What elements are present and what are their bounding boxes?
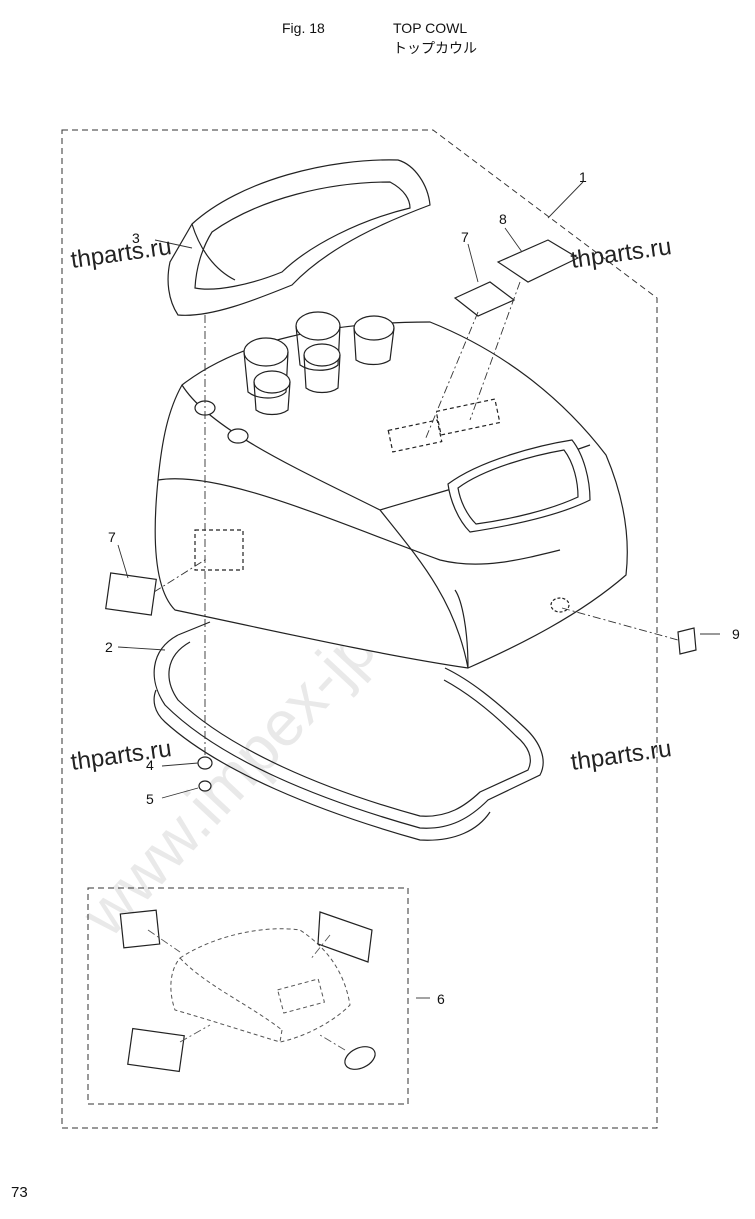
callout-6: 6 [437, 991, 445, 1007]
callout-3: 3 [132, 230, 140, 246]
watermark-top-right: thparts.ru [569, 233, 673, 274]
callout-4: 4 [146, 757, 154, 773]
callout-1: 1 [579, 169, 587, 185]
part-2-seal [153, 621, 544, 841]
watermark-top-left: thparts.ru [69, 233, 173, 274]
part-7-decal-side [105, 572, 157, 616]
callout-5: 5 [146, 791, 154, 807]
watermark-bottom-right: thparts.ru [569, 735, 673, 776]
part-8-decal [496, 239, 580, 283]
part-5-screw [198, 780, 212, 792]
callout-8: 8 [499, 211, 507, 227]
callout-9: 9 [732, 626, 740, 642]
part-4-grommet [197, 756, 213, 770]
leader-lines [117, 181, 720, 999]
callout-7-top: 7 [461, 229, 469, 245]
watermark-bottom-left: thparts.ru [69, 735, 173, 776]
callout-2: 2 [105, 639, 113, 655]
part-9-decal [677, 627, 697, 655]
assembly-boundary [61, 129, 658, 1129]
part-7-decal-top [453, 281, 516, 317]
page-number: 73 [11, 1184, 28, 1201]
part-1-top-cowl [154, 311, 628, 669]
callout-7-side: 7 [108, 529, 116, 545]
figure-title-japanese: トップカウル [393, 41, 477, 57]
figure-number: Fig. 18 [282, 20, 325, 36]
part-6-decal-set-inset [87, 887, 409, 1105]
part-3-cover-panel [167, 159, 431, 316]
figure-title: TOP COWL [393, 20, 468, 36]
